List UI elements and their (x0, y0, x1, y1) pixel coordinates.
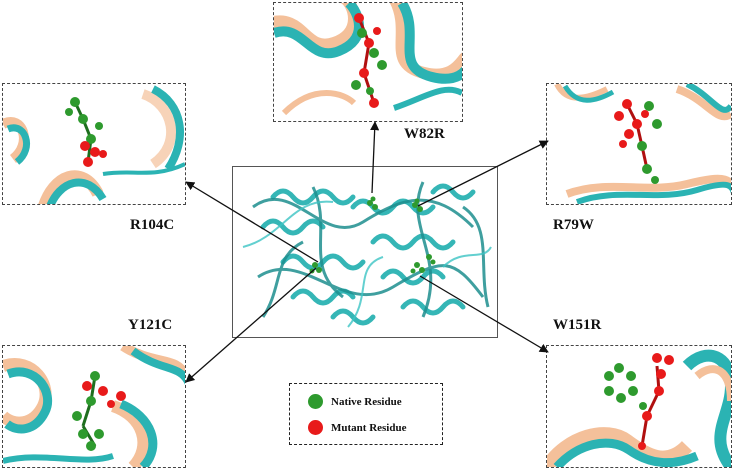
arrow-r104c (185, 181, 319, 263)
arrow-w151r (419, 275, 549, 353)
panel-r104c (2, 83, 186, 205)
y121c-closeup-image (3, 346, 185, 467)
legend: Native Residue Mutant Residue (289, 383, 443, 445)
arrow-r79w (417, 140, 549, 207)
w82r-closeup-image (274, 3, 462, 116)
panel-w151r (546, 345, 732, 468)
protein-structure-image (242, 181, 492, 328)
panel-r79w (546, 83, 732, 205)
legend-mutant: Mutant Residue (308, 420, 406, 435)
native-dot-icon (308, 394, 323, 409)
label-r79w: R79W (553, 217, 594, 233)
label-r104c: R104C (130, 217, 175, 233)
r104c-closeup-image (3, 85, 185, 204)
legend-native-label: Native Residue (331, 395, 402, 408)
label-y121c: Y121C (128, 317, 173, 333)
r79w-closeup-image (554, 84, 731, 204)
arrow-w82r (370, 121, 380, 194)
panel-y121c (2, 345, 186, 468)
legend-native: Native Residue (308, 394, 402, 409)
panel-w82r (273, 2, 463, 122)
arrow-y121c (185, 267, 317, 383)
legend-mutant-label: Mutant Residue (331, 421, 407, 434)
mutant-dot-icon (308, 420, 323, 435)
label-w151r: W151R (553, 317, 602, 333)
w151r-closeup-image (547, 349, 731, 467)
protein-overview (232, 166, 498, 338)
label-w82r: W82R (404, 126, 445, 142)
